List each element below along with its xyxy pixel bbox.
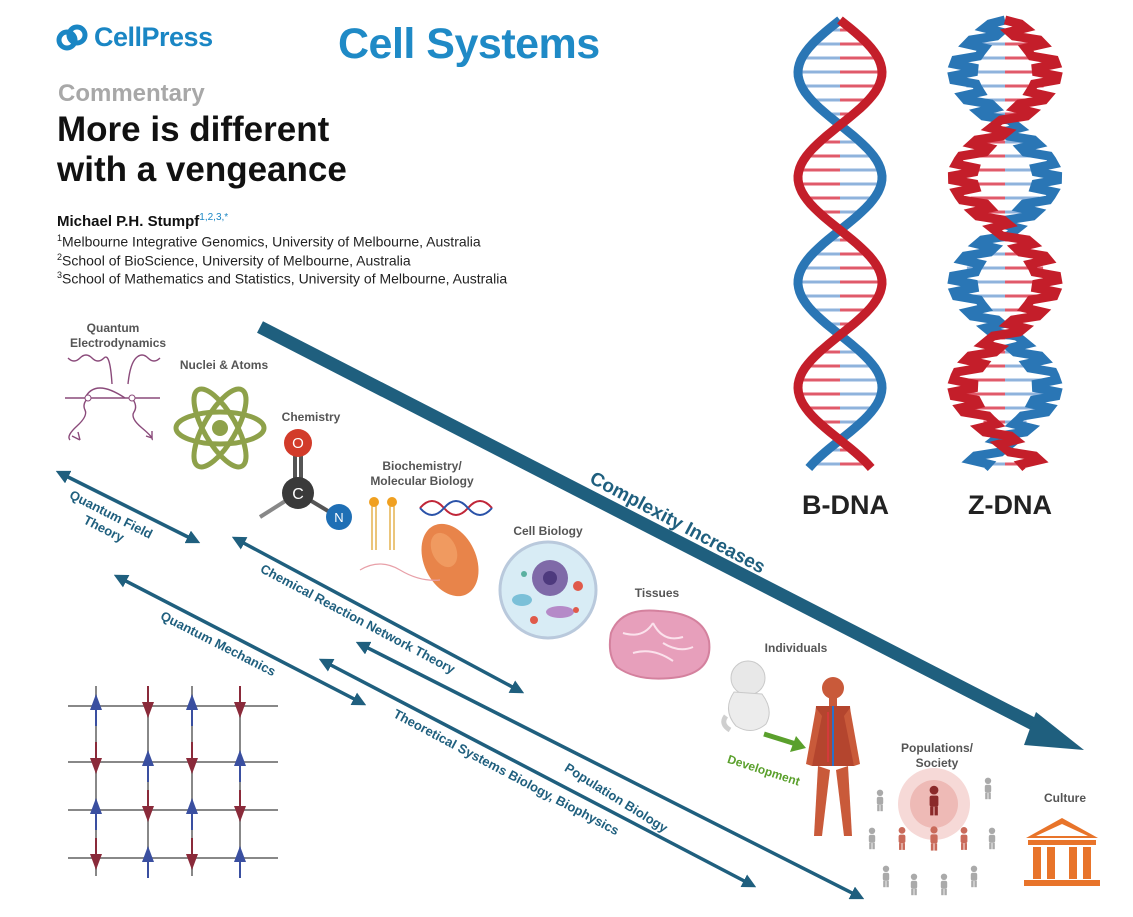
- oxygen-label: O: [292, 435, 304, 452]
- feynman-diagram-icon: [65, 354, 161, 441]
- person-icon: [910, 873, 918, 896]
- spin-down-icon: [90, 742, 102, 774]
- person-icon: [988, 827, 996, 850]
- popbio-arrow: [355, 641, 865, 900]
- dna-strand-red: [793, 16, 887, 472]
- spin-down-icon: [186, 838, 198, 870]
- person-icon: [970, 865, 978, 888]
- person-icon: [984, 777, 992, 800]
- person-icon: [940, 873, 948, 896]
- spin-down-icon: [186, 742, 198, 774]
- biochem-label: Biochemistry/Molecular Biology: [370, 459, 474, 488]
- article-title: More is different with a vengeance: [57, 110, 347, 190]
- b-dna-helix: [793, 16, 887, 472]
- spin-down-icon: [234, 790, 246, 822]
- spin-up-icon: [90, 798, 102, 830]
- spin-up-icon: [234, 750, 246, 782]
- article-title-line2: with a vengeance: [57, 150, 347, 189]
- author-affiliation-marks: 1,2,3,*: [199, 212, 229, 223]
- dna-strand-blue: [947, 15, 1063, 472]
- dna-strand-red: [947, 15, 1063, 472]
- person-icon: [876, 789, 884, 812]
- atom-icon: [173, 386, 267, 470]
- spin-down-icon: [234, 686, 246, 718]
- spin-down-icon: [142, 686, 154, 718]
- spin-down-icon: [142, 790, 154, 822]
- spin-down-icon: [90, 838, 102, 870]
- person-icon: [929, 785, 939, 816]
- person-icon: [930, 826, 938, 851]
- fetus-icon: [721, 660, 770, 733]
- qft-arrow: [55, 470, 201, 544]
- spin-up-icon: [90, 694, 102, 726]
- affiliation-3: 3School of Mathematics and Statistics, U…: [57, 270, 508, 287]
- nuclei-label: Nuclei & Atoms: [179, 358, 269, 372]
- author: Michael P.H. Stumpf1,2,3,*: [57, 212, 228, 230]
- person-icon: [960, 826, 968, 850]
- z-dna-helix: [947, 15, 1063, 472]
- cell-biology-label: Cell Biology: [513, 524, 583, 538]
- article-type: Commentary: [58, 80, 205, 107]
- b-dna-label: B-DNA: [802, 490, 889, 520]
- chemistry-label: Chemistry: [281, 410, 341, 424]
- journal-title: Cell Systems: [338, 20, 600, 68]
- tissue-icon: [608, 609, 711, 680]
- person-icon: [882, 865, 890, 888]
- human-anatomy-icon: [806, 677, 860, 836]
- complexity-arrow: [257, 321, 1084, 750]
- individuals-label: Individuals: [764, 641, 828, 655]
- spin-up-icon: [142, 750, 154, 782]
- tissues-label: Tissues: [634, 586, 680, 600]
- cellpress-mark-icon: [56, 24, 88, 50]
- spin-up-icon: [186, 694, 198, 726]
- molecule-icon: O C N: [258, 429, 352, 530]
- population-icon: [868, 768, 996, 896]
- development-arrow-icon: [763, 731, 806, 752]
- affiliation-2: 2School of BioScience, University of Mel…: [57, 252, 411, 269]
- tsb-arrow: [318, 658, 757, 888]
- dna-strand-blue: [793, 16, 887, 472]
- populations-label: Populations/Society: [901, 741, 973, 770]
- nitrogen-label: N: [334, 510, 343, 525]
- z-dna-label: Z-DNA: [968, 490, 1052, 520]
- spin-up-icon: [186, 798, 198, 830]
- spin-up-icon: [142, 846, 154, 878]
- spin-up-icon: [234, 846, 246, 878]
- person-icon: [898, 826, 906, 850]
- carbon-label: C: [292, 486, 304, 503]
- publisher-name: CellPress: [94, 22, 213, 52]
- culture-label: Culture: [1044, 791, 1086, 805]
- cellpress-logo: CellPress: [56, 22, 213, 53]
- culture-building-icon: [1024, 818, 1100, 886]
- biomolecules-icon: [359, 497, 493, 597]
- cell-icon: [498, 540, 598, 640]
- person-icon: [868, 827, 876, 850]
- spin-lattice-icon: [68, 686, 278, 878]
- affiliation-1: 1Melbourne Integrative Genomics, Univers…: [57, 233, 481, 250]
- author-name: Michael P.H. Stumpf: [57, 213, 200, 230]
- article-title-line1: More is different: [57, 110, 330, 149]
